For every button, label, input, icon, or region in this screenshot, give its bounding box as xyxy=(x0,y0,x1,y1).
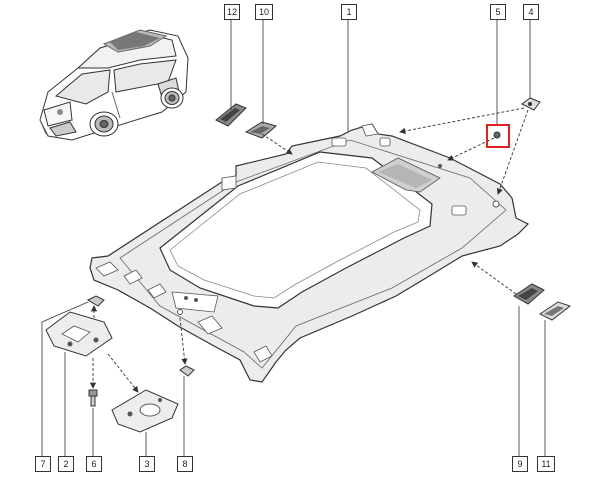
callout-7: 7 xyxy=(35,456,51,472)
headliner-panel xyxy=(89,123,530,383)
callout-10: 10 xyxy=(255,4,273,20)
part-5-highlight-frame xyxy=(486,124,510,148)
part-12-handle xyxy=(215,103,247,127)
car-thumbnail xyxy=(39,29,189,141)
part-10-clip xyxy=(244,121,278,139)
part-6-screw xyxy=(88,389,98,407)
assembly-arrows xyxy=(89,107,529,393)
callout-6: 6 xyxy=(86,456,102,472)
part-5-nut xyxy=(493,131,501,139)
callout-4: 4 xyxy=(523,4,539,20)
part-8-clip xyxy=(179,365,195,377)
part-9-handle xyxy=(513,283,545,305)
leader-lines xyxy=(41,20,546,456)
callout-2: 2 xyxy=(58,456,74,472)
callout-1: 1 xyxy=(341,4,357,20)
part-2-lamp-housing xyxy=(45,311,113,357)
part-7-clip xyxy=(86,295,105,307)
callout-11: 11 xyxy=(537,456,555,472)
callout-5: 5 xyxy=(490,4,506,20)
part-3-lamp-cover xyxy=(111,389,179,433)
callout-3: 3 xyxy=(139,456,155,472)
callout-9: 9 xyxy=(512,456,528,472)
part-11-bezel xyxy=(539,301,572,321)
part-4-clip xyxy=(521,97,541,111)
callout-12: 12 xyxy=(224,4,240,20)
callout-8: 8 xyxy=(177,456,193,472)
